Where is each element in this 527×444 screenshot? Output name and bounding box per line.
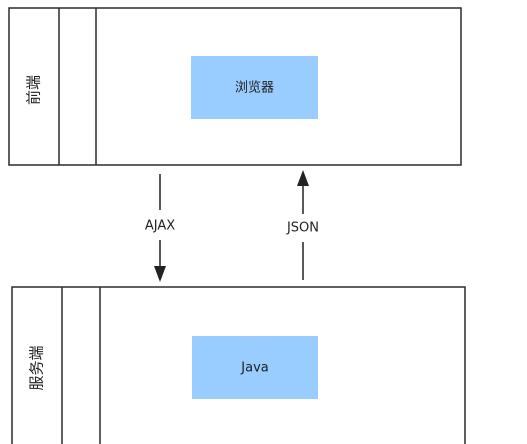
backend-frame bbox=[11, 286, 466, 444]
backend-lane-label: 服务端 bbox=[28, 345, 46, 390]
browser-label: 浏览器 bbox=[235, 80, 274, 96]
browser-box bbox=[191, 56, 318, 119]
request-edge: AJAX bbox=[145, 174, 175, 282]
backend-lane: 服务端 Java bbox=[11, 286, 466, 444]
frontend-lane-label: 前端 bbox=[25, 75, 43, 105]
response-arrowhead-icon bbox=[297, 170, 309, 186]
request-label: AJAX bbox=[145, 219, 175, 234]
frontend-lane: 前端 浏览器 bbox=[8, 7, 462, 166]
request-arrowhead-icon bbox=[154, 266, 166, 282]
java-box bbox=[192, 336, 318, 399]
java-label: Java bbox=[240, 361, 268, 376]
response-label: JSON bbox=[286, 221, 319, 236]
frontend-frame bbox=[8, 7, 462, 166]
response-edge: JSON bbox=[286, 170, 319, 280]
